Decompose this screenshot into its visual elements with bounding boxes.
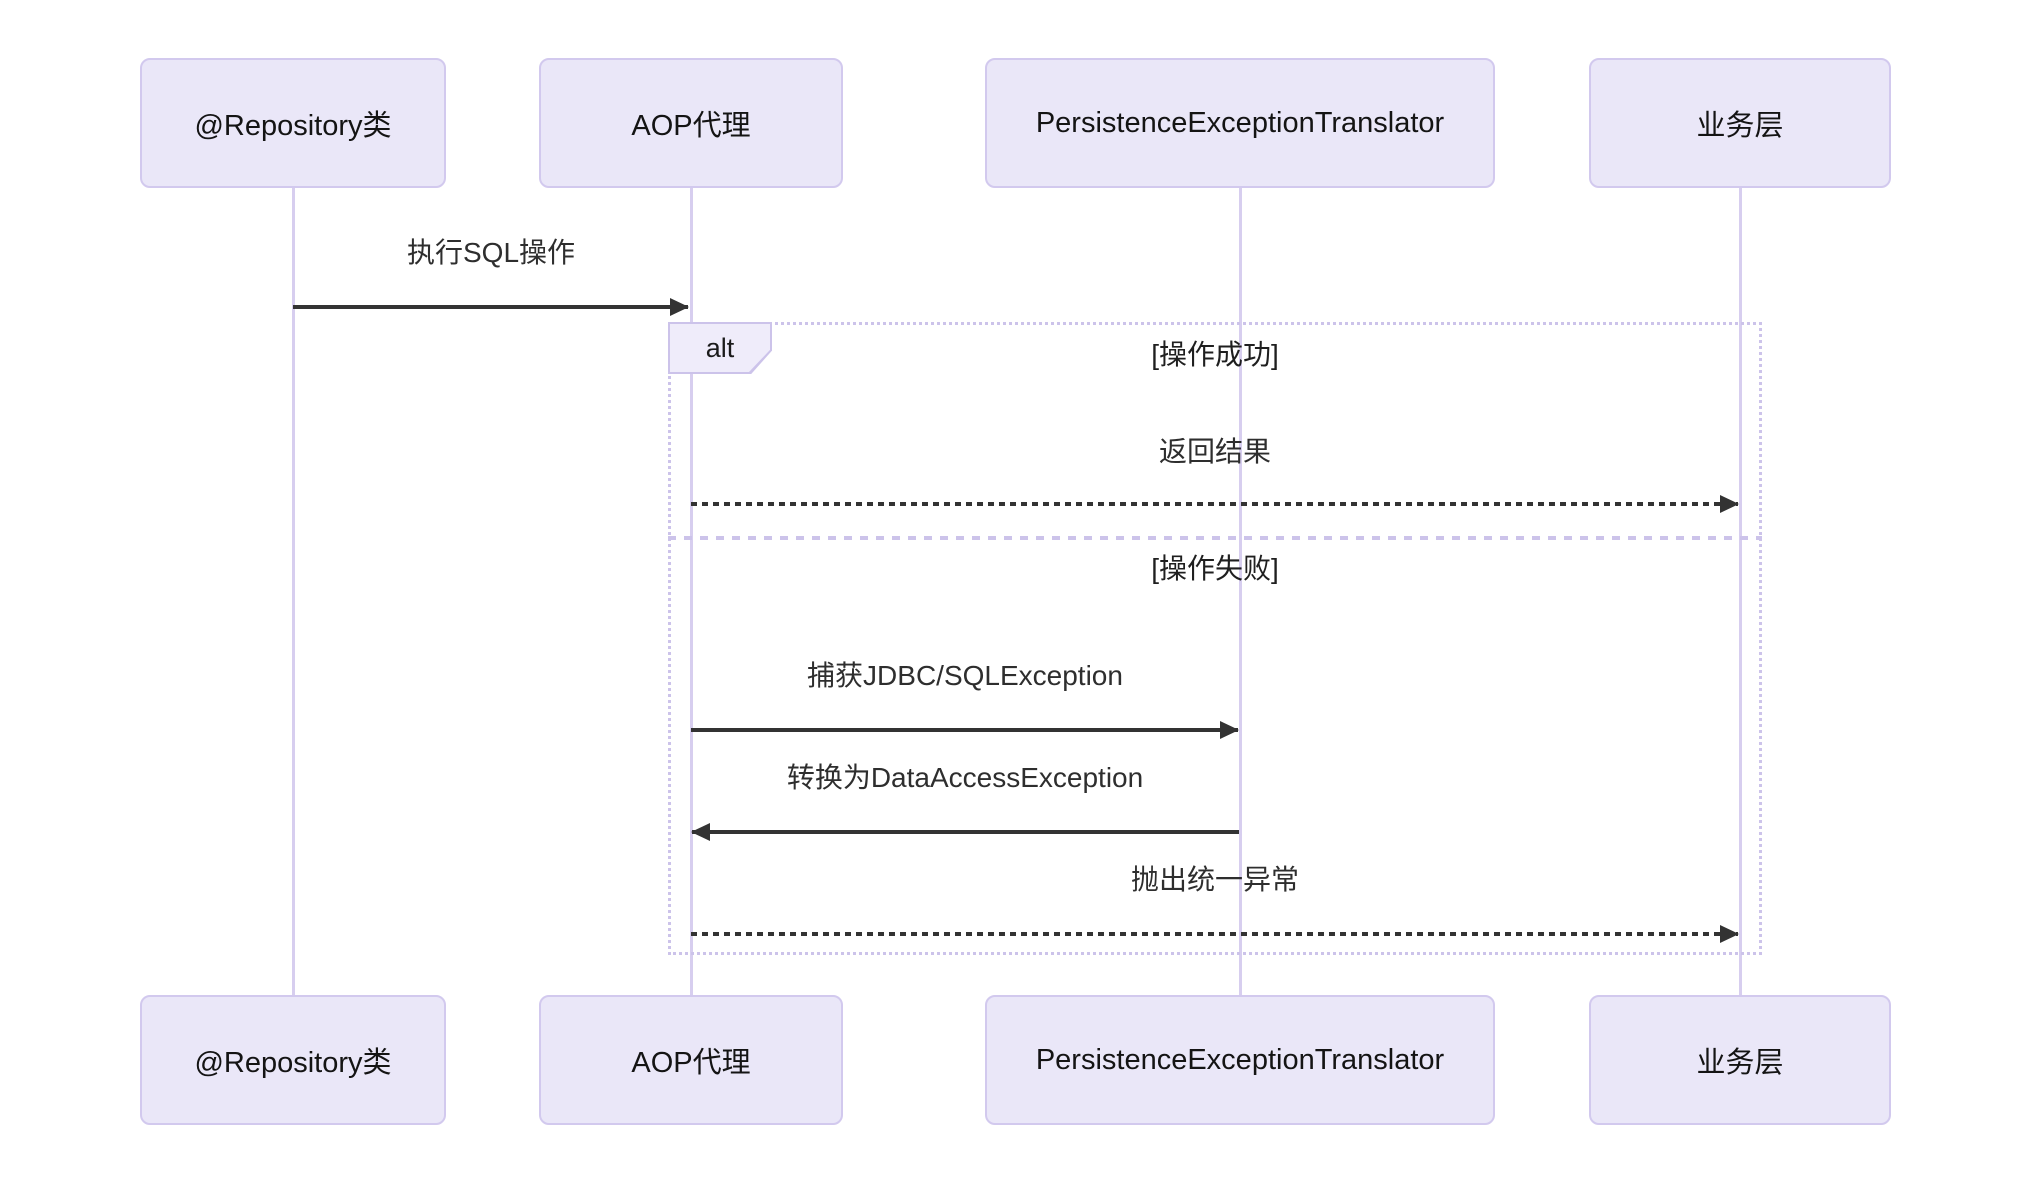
message-arrow-return-result (691, 494, 1739, 513)
alt-frame: alt (668, 322, 1762, 955)
message-label-execute-sql: 执行SQL操作 (406, 237, 576, 268)
actor-bottom-translator: PersistenceExceptionTranslator (985, 995, 1495, 1125)
actor-label: 业务层 (1696, 1047, 1784, 1079)
lifeline-repository (291, 188, 295, 995)
actor-label: PersistenceExceptionTranslator (1035, 106, 1445, 139)
arrowhead-icon (1220, 720, 1239, 739)
arrowhead-icon (1720, 494, 1739, 513)
arrowhead-icon (1720, 924, 1739, 943)
actor-label: 业务层 (1696, 110, 1784, 142)
actor-bottom-repository: @Repository类 (140, 995, 446, 1125)
actor-label: @Repository类 (194, 1047, 392, 1079)
actor-label: @Repository类 (194, 110, 392, 142)
message-label-return-result: 返回结果 (1158, 436, 1272, 467)
alt-operator-label: alt (670, 324, 770, 372)
lifeline-translator (1238, 188, 1242, 995)
message-arrow-execute-sql (293, 297, 689, 316)
actor-top-business: 业务层 (1589, 58, 1891, 188)
alt-else-divider (668, 536, 1762, 540)
guard-success: [操作成功] (1151, 339, 1279, 370)
actor-label: PersistenceExceptionTranslator (1035, 1043, 1445, 1076)
actor-label: AOP代理 (631, 110, 751, 142)
actor-label: AOP代理 (631, 1047, 751, 1079)
message-label-throw-unified-exception: 抛出统一异常 (1130, 864, 1300, 895)
actor-bottom-aop-proxy: AOP代理 (539, 995, 843, 1125)
guard-failure: [操作失败] (1151, 553, 1279, 584)
message-arrow-catch-exception (691, 720, 1239, 739)
actor-top-repository: @Repository类 (140, 58, 446, 188)
message-arrow-throw-unified-exception (691, 924, 1739, 943)
message-arrow-translate-exception (691, 822, 1239, 841)
arrowhead-icon (691, 822, 710, 841)
lifeline-business (1738, 188, 1742, 995)
alt-operator-pentagon: alt (668, 322, 772, 374)
message-label-translate-exception: 转换为DataAccessException (786, 762, 1144, 793)
actor-top-aop-proxy: AOP代理 (539, 58, 843, 188)
message-label-catch-exception: 捕获JDBC/SQLException (807, 660, 1123, 691)
actor-bottom-business: 业务层 (1589, 995, 1891, 1125)
arrowhead-icon (670, 297, 689, 316)
actor-top-translator: PersistenceExceptionTranslator (985, 58, 1495, 188)
lifeline-aop-proxy (689, 188, 693, 995)
